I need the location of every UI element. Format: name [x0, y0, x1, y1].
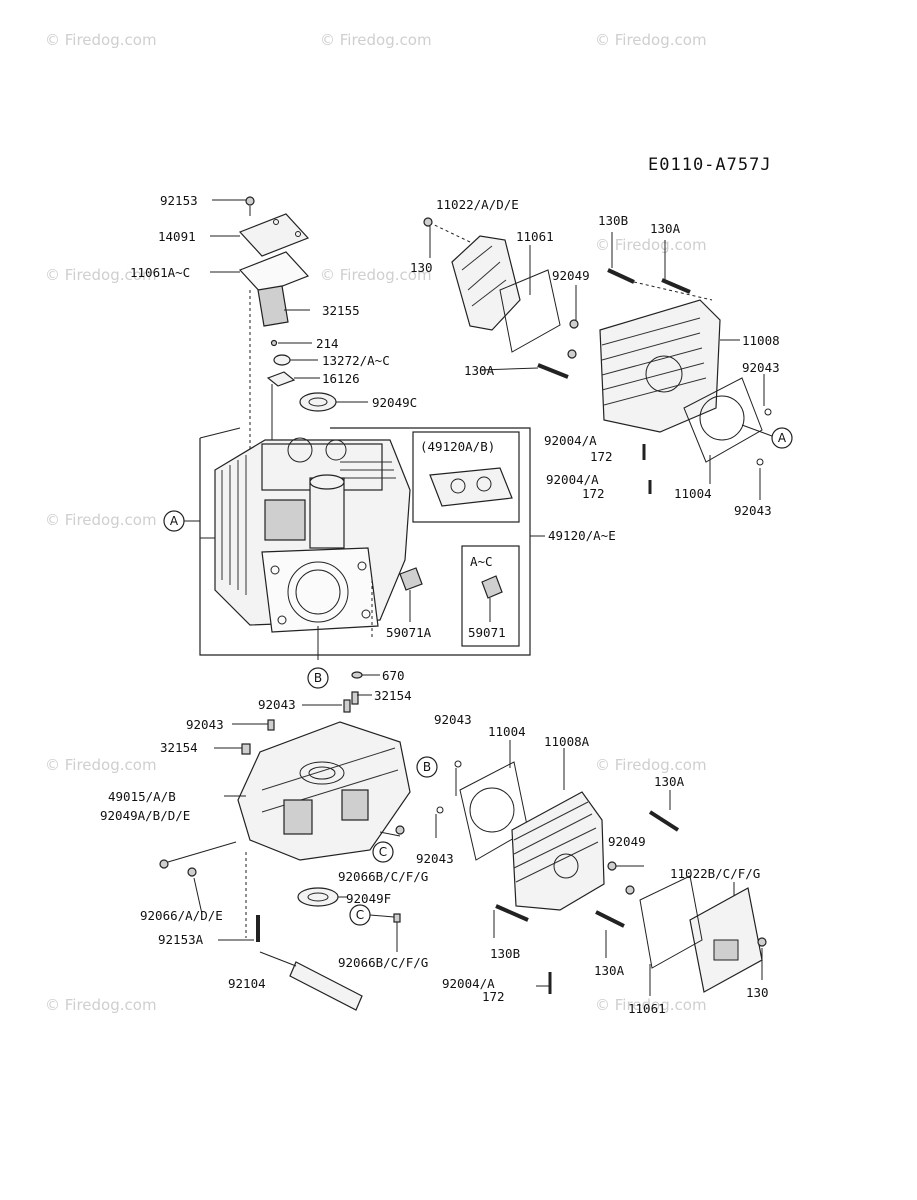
head-lower-assembly — [435, 740, 767, 996]
watermark: © Firedog.com — [45, 996, 157, 1014]
watermark: © Firedog.com — [45, 511, 157, 529]
top-fins — [340, 461, 396, 479]
part-label: 11008 — [742, 333, 780, 348]
cylinder-fins — [221, 455, 247, 595]
part-labels: 92153 14091 11061A~C 32155 214 13272/A~C… — [100, 193, 780, 1016]
watermark: © Firedog.com — [45, 266, 157, 284]
part-label: 49120/A~E — [548, 528, 616, 543]
watermark: © Firedog.com — [45, 31, 157, 49]
callout-a-left: A — [163, 510, 200, 532]
watermark: © Firedog.com — [595, 236, 707, 254]
lower-crankcase — [159, 691, 411, 1011]
head-fins — [601, 317, 707, 406]
svg-text:A: A — [170, 514, 179, 528]
callout-c-lower: C — [372, 841, 394, 863]
part-label: 92043 — [416, 851, 454, 866]
crankcase-assembly — [199, 427, 545, 660]
part-label: 32154 — [160, 740, 198, 755]
dowel-variant-label: A~C — [470, 554, 493, 569]
part-label: 92049C — [372, 395, 417, 410]
part-label: 130 — [746, 985, 769, 1000]
watermark: © Firedog.com — [595, 31, 707, 49]
watermark: © Firedog.com — [45, 756, 157, 774]
head-fins-lower — [513, 801, 599, 883]
part-label: 11004 — [674, 486, 712, 501]
part-label: 14091 — [158, 229, 196, 244]
part-label: 92049 — [608, 834, 646, 849]
part-label: 59071 — [468, 625, 506, 640]
part-label: 59071A — [386, 625, 432, 640]
part-label: 92153 — [160, 193, 198, 208]
part-label: 214 — [316, 336, 339, 351]
part-label: 92066B/C/F/G — [338, 955, 428, 970]
head-upper-assembly — [423, 217, 772, 500]
part-label: 92004/A — [546, 472, 599, 487]
cylinder-head-lower — [511, 791, 605, 911]
part-label: 92004/A — [544, 433, 597, 448]
callout-a-right: A — [741, 424, 793, 449]
part-label: 16126 — [322, 371, 360, 386]
part-label: 92049A/B/D/E — [100, 808, 190, 823]
part-label: 130A — [594, 963, 625, 978]
part-label: 172 — [590, 449, 613, 464]
watermark: © Firedog.com — [320, 266, 432, 284]
cylinder-head — [599, 299, 721, 433]
part-label: 11022B/C/F/G — [670, 866, 760, 881]
callout-c-lower-2: C — [349, 904, 395, 926]
o-ring — [351, 671, 363, 679]
dowel-sub-box: A~C — [461, 545, 520, 647]
part-label: 92043 — [434, 712, 472, 727]
part-label: 130A — [654, 774, 685, 789]
part-label: 11061 — [516, 229, 554, 244]
svg-text:B: B — [314, 671, 322, 685]
svg-text:C: C — [356, 908, 364, 922]
watermark-layer: © Firedog.com © Firedog.com © Firedog.co… — [45, 31, 707, 1014]
part-label: 49015/A/B — [108, 789, 176, 804]
watermark: © Firedog.com — [595, 756, 707, 774]
part-label: 92049F — [346, 891, 391, 906]
callout-b-top: B — [307, 667, 329, 689]
part-label: 11004 — [488, 724, 526, 739]
valve-cover — [451, 235, 521, 331]
callout-b-lower: B — [416, 756, 438, 778]
part-label: 32154 — [374, 688, 412, 703]
svg-text:A: A — [778, 431, 787, 445]
part-label: 130B — [490, 946, 520, 961]
watermark: © Firedog.com — [320, 31, 432, 49]
part-label: 92043 — [742, 360, 780, 375]
part-label: 92066/A/D/E — [140, 908, 223, 923]
svg-text:B: B — [423, 760, 431, 774]
head-gasket — [683, 377, 763, 463]
part-label: 92043 — [258, 697, 296, 712]
part-label: 32155 — [322, 303, 360, 318]
part-label: 92043 — [734, 503, 772, 518]
part-label: 92004/A — [442, 976, 495, 991]
part-label: 130A — [464, 363, 495, 378]
part-label: 172 — [582, 486, 605, 501]
part-label: 670 — [382, 668, 405, 683]
svg-text:C: C — [379, 845, 387, 859]
part-label: 130A — [650, 221, 681, 236]
watermark: © Firedog.com — [595, 996, 707, 1014]
part-label: 92153A — [158, 932, 204, 947]
part-label: 130B — [598, 213, 628, 228]
diagram-code: E0110-A757J — [648, 155, 772, 175]
crankcase-half — [237, 721, 411, 861]
alt-gasket-label: (49120A/B) — [420, 439, 495, 454]
breather-stack — [210, 196, 368, 480]
part-label: 92104 — [228, 976, 266, 991]
part-label: 130 — [410, 260, 433, 275]
part-label: 92043 — [186, 717, 224, 732]
part-label: 11008A — [544, 734, 590, 749]
part-label: 13272/A~C — [322, 353, 390, 368]
part-label: 11061 — [628, 1001, 666, 1016]
part-label: 92066B/C/F/G — [338, 869, 428, 884]
part-label: 11061A~C — [130, 265, 190, 280]
dowel-pin — [399, 567, 423, 591]
part-label: 11022/A/D/E — [436, 197, 519, 212]
part-label: 172 — [482, 989, 505, 1004]
part-label: 92049 — [552, 268, 590, 283]
alt-gasket-box: (49120A/B) — [412, 431, 520, 523]
